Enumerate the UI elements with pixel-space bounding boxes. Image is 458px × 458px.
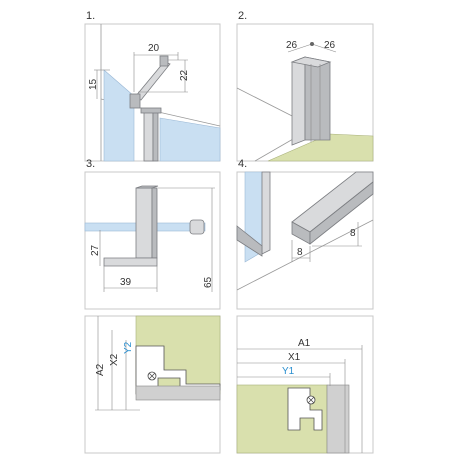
wall-profile	[135, 187, 153, 259]
floor-area	[267, 133, 374, 162]
screw-slot-b	[148, 372, 156, 380]
dim-label-top: 20	[148, 43, 160, 54]
label-y2: Y2	[123, 341, 134, 354]
screw-slot-d	[307, 396, 315, 404]
dim-label-a: 26	[286, 40, 298, 51]
glass-panel-right	[159, 117, 221, 162]
label-y1: Y1	[282, 366, 295, 377]
glass-frame	[261, 171, 271, 255]
profile-cap	[140, 107, 162, 114]
dim-label-w: 8	[297, 247, 303, 258]
panel-4: 4. 8 8	[236, 158, 374, 310]
corner-profile-side	[304, 56, 331, 141]
label-x2: X2	[109, 353, 120, 366]
shower-tray	[135, 385, 221, 401]
panel-3: 3. 39 27 65	[84, 158, 221, 310]
panel-1: 1. 20 22 15	[84, 10, 221, 162]
base-bracket	[103, 257, 158, 267]
step-number-3: 3.	[86, 158, 95, 170]
horizontal-profile-front	[309, 181, 374, 245]
step-number-2: 2.	[238, 10, 247, 22]
floor-plan-area-6	[236, 384, 328, 454]
dim-line-b	[311, 43, 337, 53]
wall-line	[236, 87, 301, 121]
label-a2: A2	[95, 363, 106, 376]
wall-line-4	[236, 219, 374, 291]
dim-label-left: 15	[88, 78, 99, 90]
glass-clamp-end	[189, 219, 205, 235]
step-number-4: 4.	[238, 158, 247, 170]
dim-line-a	[287, 43, 313, 53]
vertical-profile-side	[152, 111, 159, 162]
corner-profile-top	[290, 56, 332, 68]
dim-label-width: 39	[120, 277, 132, 288]
dim-label-total: 65	[203, 276, 214, 288]
glass-clamp	[129, 93, 141, 109]
wall-profile-side	[151, 187, 158, 259]
step-number-1: 1.	[86, 10, 95, 22]
panel-6: A1 X1 Y1	[236, 315, 374, 454]
bottom-seal	[236, 225, 263, 257]
wall-profile-top	[135, 185, 159, 189]
panel-2: 2. 26 26	[236, 10, 374, 162]
wall-bracket	[159, 55, 169, 67]
dim-label-h: 8	[350, 228, 356, 239]
dim-label-right: 22	[179, 69, 190, 81]
shower-tray-6	[326, 384, 350, 454]
dim-label-height: 27	[90, 244, 101, 256]
panel-5: A2 X2 Y2	[84, 315, 221, 454]
label-a1: A1	[298, 338, 311, 349]
corner-profile-front	[291, 56, 306, 146]
dim-label-b: 26	[324, 40, 336, 51]
vertical-profile	[143, 109, 154, 162]
glass-panel	[103, 69, 135, 162]
screw-icon	[310, 42, 314, 46]
label-x1: X1	[288, 352, 301, 363]
